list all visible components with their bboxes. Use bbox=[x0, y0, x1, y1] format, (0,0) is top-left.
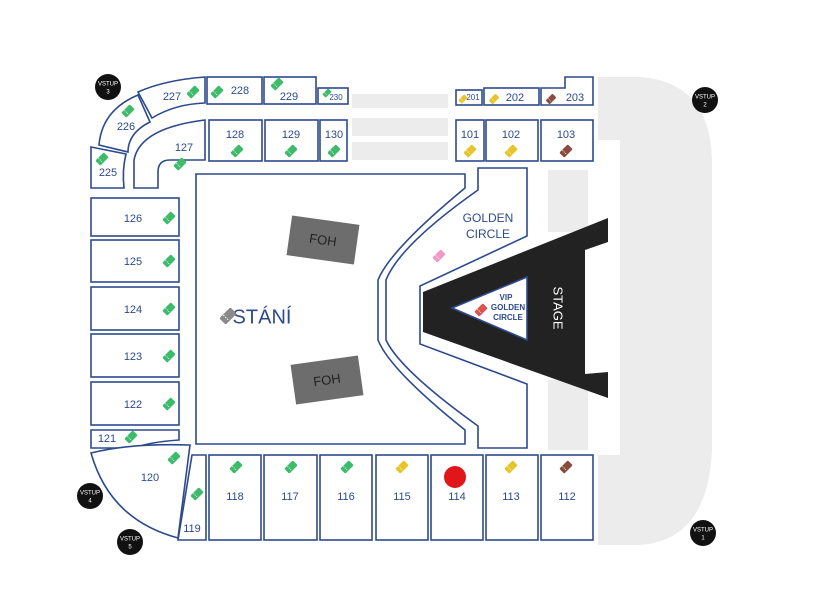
entrance-3-word: VSTUP bbox=[98, 82, 118, 88]
section-123[interactable] bbox=[90, 333, 180, 378]
section-126[interactable] bbox=[90, 197, 180, 237]
section-113-label: 113 bbox=[502, 491, 520, 503]
entrance-1: VSTUP 1 bbox=[690, 520, 716, 546]
floor: STÁNÍ GOLDEN CIRCLE FOH FOH VIP GOLDEN C… bbox=[195, 167, 608, 449]
entrance-3-number: 3 bbox=[106, 90, 110, 96]
section-128[interactable] bbox=[208, 119, 263, 162]
section-226-label: 226 bbox=[117, 121, 135, 133]
section-102-label: 102 bbox=[502, 129, 520, 141]
section-130-label: 130 bbox=[325, 129, 343, 141]
section-227-label: 227 bbox=[163, 91, 181, 103]
stage-label: STAGE bbox=[551, 286, 566, 329]
section-125-label: 125 bbox=[124, 256, 142, 268]
section-120-label: 120 bbox=[141, 472, 159, 484]
section-229[interactable] bbox=[263, 76, 317, 105]
selected-section-marker bbox=[444, 466, 466, 488]
entrance-5-word: VSTUP bbox=[120, 537, 140, 543]
section-202-label: 202 bbox=[506, 92, 524, 104]
section-127[interactable] bbox=[133, 119, 206, 189]
upper-tier: 226 225 227 228 229 230 201 202 203 bbox=[90, 76, 594, 189]
section-202[interactable] bbox=[483, 87, 540, 106]
golden-circle-label-1: GOLDEN bbox=[463, 211, 514, 225]
section-124-label: 124 bbox=[124, 304, 142, 316]
section-126-label: 126 bbox=[124, 213, 142, 225]
section-122[interactable] bbox=[90, 381, 180, 426]
entrance-4-number: 4 bbox=[88, 499, 92, 505]
entrance-5: VSTUP 5 bbox=[117, 529, 143, 555]
section-115-label: 115 bbox=[393, 491, 411, 503]
vip-label-2: GOLDEN bbox=[491, 303, 525, 312]
section-228[interactable] bbox=[206, 76, 263, 105]
foh-bottom-label: FOH bbox=[312, 371, 341, 390]
standing-label: STÁNÍ bbox=[233, 305, 292, 328]
standing-area[interactable] bbox=[195, 173, 466, 445]
section-228-label: 228 bbox=[231, 85, 249, 97]
entrance-5-number: 5 bbox=[128, 545, 132, 551]
section-101-label: 101 bbox=[461, 129, 479, 141]
section-129-label: 129 bbox=[282, 129, 300, 141]
section-112-label: 112 bbox=[558, 491, 576, 503]
section-119-label: 119 bbox=[183, 523, 201, 535]
section-103-label: 103 bbox=[557, 129, 575, 141]
section-229-label: 229 bbox=[280, 91, 298, 103]
section-116-label: 116 bbox=[337, 491, 355, 503]
vip-label-1: VIP bbox=[500, 293, 514, 302]
foh-top-label: FOH bbox=[308, 231, 337, 250]
entrance-1-number: 1 bbox=[701, 536, 705, 542]
entrance-3: VSTUP 3 bbox=[95, 74, 121, 100]
golden-circle-area[interactable] bbox=[385, 167, 528, 449]
section-226[interactable] bbox=[98, 93, 152, 154]
entrance-2-word: VSTUP bbox=[695, 95, 715, 101]
foh-top: FOH bbox=[286, 215, 360, 265]
golden-circle-label-2: CIRCLE bbox=[466, 227, 510, 241]
section-119[interactable] bbox=[177, 454, 207, 541]
vip-label-3: CIRCLE bbox=[493, 313, 523, 322]
entrance-4: VSTUP 4 bbox=[77, 483, 103, 509]
section-124[interactable] bbox=[90, 286, 180, 331]
section-230-label: 230 bbox=[329, 93, 343, 102]
vip-golden-circle-area[interactable] bbox=[449, 275, 528, 342]
entrance-2: VSTUP 2 bbox=[692, 87, 718, 113]
section-201-label: 201 bbox=[466, 93, 480, 102]
inactive-stands bbox=[352, 77, 712, 545]
section-118-label: 118 bbox=[226, 491, 244, 503]
section-128-label: 128 bbox=[226, 129, 244, 141]
section-227[interactable] bbox=[136, 76, 206, 120]
section-127-label: 127 bbox=[175, 142, 193, 154]
section-203-label: 203 bbox=[566, 92, 584, 104]
section-117-label: 117 bbox=[281, 491, 299, 503]
entrance-1-word: VSTUP bbox=[693, 528, 713, 534]
section-225-label: 225 bbox=[99, 167, 117, 179]
section-121-label: 121 bbox=[98, 433, 116, 445]
section-123-label: 123 bbox=[124, 351, 142, 363]
section-122-label: 122 bbox=[124, 399, 142, 411]
foh-bottom: FOH bbox=[290, 355, 364, 405]
entrance-4-word: VSTUP bbox=[80, 491, 100, 497]
entrance-2-number: 2 bbox=[703, 103, 707, 109]
section-114-label: 114 bbox=[448, 491, 466, 503]
